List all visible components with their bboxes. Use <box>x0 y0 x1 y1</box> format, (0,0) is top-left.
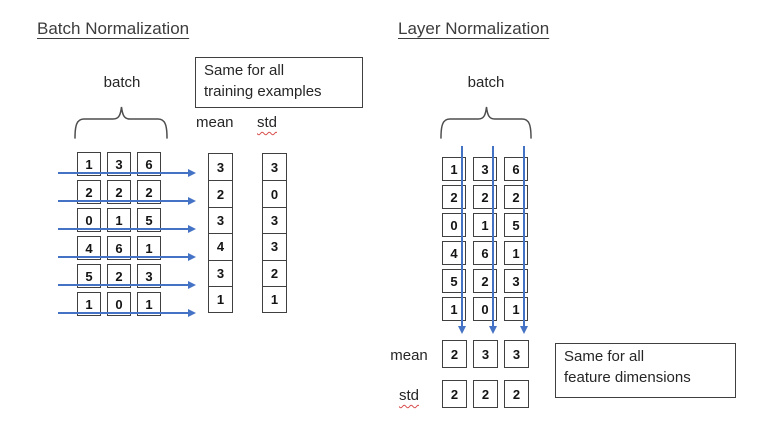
note-box-training-examples: Same for all training examples <box>195 57 363 108</box>
layer-norm-std-row: 2 2 2 <box>442 380 529 408</box>
std-cell: 2 <box>473 380 498 408</box>
row-normalization-arrow <box>58 253 196 261</box>
batch-brace-icon <box>440 106 532 139</box>
mean-cell: 1 <box>209 285 232 312</box>
mean-cell: 3 <box>473 340 498 368</box>
row-normalization-arrow <box>58 309 196 317</box>
std-cell: 3 <box>263 206 286 233</box>
note-box-feature-dimensions: Same for all feature dimensions <box>555 343 736 398</box>
row-normalization-arrow <box>58 197 196 205</box>
std-cell: 2 <box>504 380 529 408</box>
mean-row-label: mean <box>390 347 428 364</box>
column-normalization-arrow <box>520 146 528 334</box>
mean-cell: 3 <box>209 206 232 233</box>
std-cell: 2 <box>442 380 467 408</box>
batch-norm-matrix: 1 3 6 2 2 2 0 1 5 4 6 1 5 2 3 1 0 1 <box>77 152 161 316</box>
std-cell: 3 <box>270 159 279 175</box>
std-cell: 3 <box>263 233 286 259</box>
mean-cell: 3 <box>504 340 529 368</box>
mean-cell: 3 <box>216 159 225 175</box>
mean-column-header: mean <box>196 114 234 131</box>
batch-norm-std-column: 3 0 3 3 2 1 <box>262 153 287 314</box>
batch-brace-icon <box>74 106 168 139</box>
row-normalization-arrow <box>58 169 196 177</box>
note-line: Same for all <box>564 348 645 365</box>
column-normalization-arrow <box>458 146 466 334</box>
std-row-label-text: std <box>398 387 419 404</box>
note-line: training examples <box>204 83 322 100</box>
matrix-cell: 2 <box>473 269 497 293</box>
row-normalization-arrow <box>58 225 196 233</box>
std-cell: 1 <box>263 285 286 312</box>
mean-cell: 4 <box>209 233 232 259</box>
batch-axis-label: batch <box>103 74 141 91</box>
batch-normalization-title: Batch Normalization <box>37 19 190 38</box>
layer-norm-matrix: 1 3 6 2 2 2 0 1 5 4 6 1 5 2 3 1 0 1 <box>442 157 528 321</box>
batch-axis-label: batch <box>467 74 505 91</box>
mean-cell: 3 <box>209 259 232 286</box>
note-line: Same for all <box>204 62 285 79</box>
layer-norm-mean-row: 2 3 3 <box>442 340 529 368</box>
layer-normalization-title: Layer Normalization <box>398 19 550 38</box>
mean-cell: 2 <box>209 180 232 206</box>
row-normalization-arrow <box>58 281 196 289</box>
column-normalization-arrow <box>489 146 497 334</box>
std-cell: 2 <box>263 259 286 286</box>
mean-cell: 2 <box>442 340 467 368</box>
std-column-header: std <box>257 114 278 131</box>
batch-norm-mean-column: 3 2 3 4 3 1 <box>208 153 233 314</box>
std-cell: 0 <box>263 180 286 206</box>
note-line: feature dimensions <box>564 369 691 386</box>
std-row-label: std <box>386 387 432 404</box>
